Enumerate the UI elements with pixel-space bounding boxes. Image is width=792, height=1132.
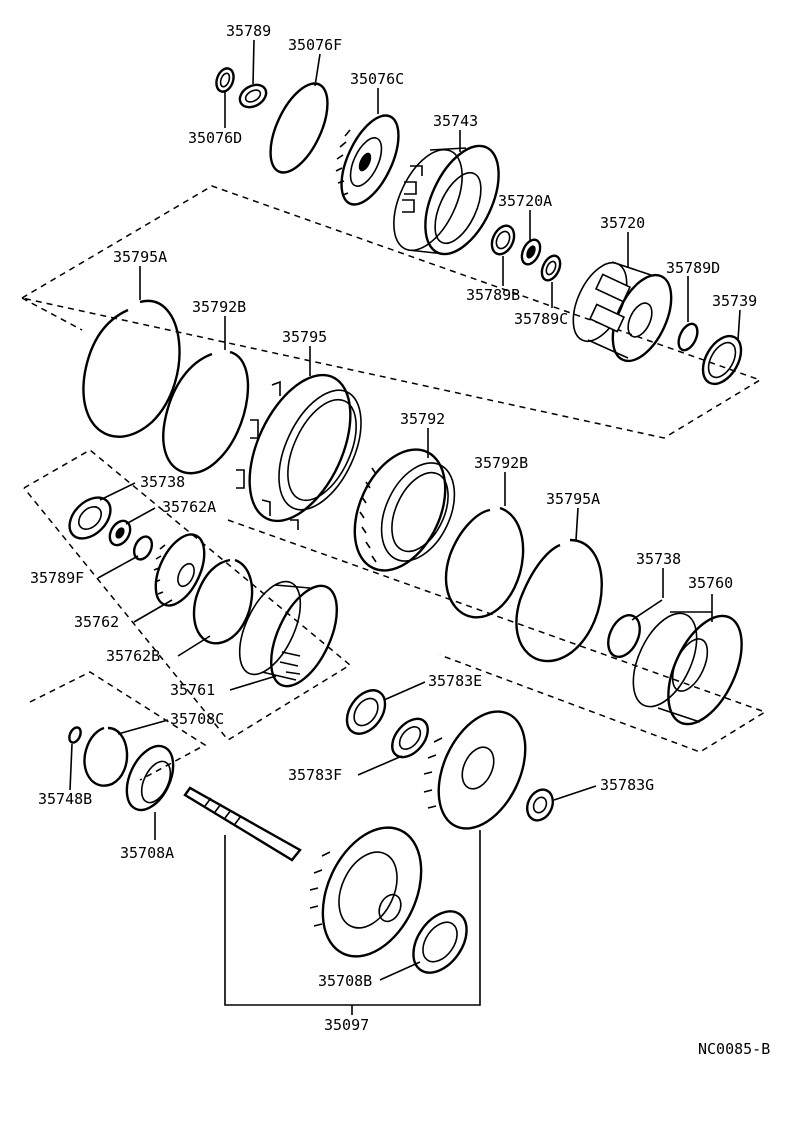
washer-35789C [540,254,562,282]
lower-left-group-outline [29,671,207,781]
label-35762B: 35762B [106,647,160,665]
label-35789D: 35789D [666,259,720,277]
washer-35738-right [607,614,641,658]
bearing-35708B [412,910,468,974]
label-35789B: 35789B [466,286,520,304]
washer-35789D [677,322,699,352]
carrier-35720 [572,261,673,363]
bearing-35739 [701,334,743,386]
shaft-gear-assembly [183,786,423,958]
bearing-35720A [520,238,542,266]
washer-35789F [132,535,154,561]
race-35789B [490,224,516,256]
label-35739: 35739 [712,292,757,310]
washer-35738-left [68,496,112,540]
gear-large-upper [423,710,527,830]
label-35762A: 35762A [162,498,216,516]
label-35792B-right: 35792B [474,454,528,472]
label-35783F: 35783F [288,766,342,784]
label-35789C: 35789C [514,310,568,328]
label-35076F: 35076F [288,36,342,54]
label-35760: 35760 [688,574,733,592]
nut-35783G [525,788,555,822]
bearing-35783E [345,689,387,735]
label-35097: 35097 [324,1016,369,1034]
middle-left-group-outline [23,449,352,741]
label-35792: 35792 [400,410,445,428]
snap-ring-35792B-lower [444,506,525,619]
label-35076D: 35076D [188,129,242,147]
bearing-35708A [125,744,175,812]
bearing-35783F [391,717,429,759]
drum-35761 [238,580,339,688]
label-35708C: 35708C [170,710,224,728]
label-35738-left: 35738 [140,473,185,491]
label-35076C: 35076C [350,70,404,88]
label-35795A-right: 35795A [546,490,600,508]
snap-ring-35076F [269,82,329,174]
label-35708B: 35708B [318,972,372,990]
label-35762: 35762 [74,613,119,631]
label-35761: 35761 [170,681,215,699]
middle-right-group-outline [227,519,767,753]
clutch-drum-35795 [236,373,362,530]
label-35795A-top: 35795A [113,248,167,266]
label-35738-right: 35738 [636,550,681,568]
label-35795: 35795 [282,328,327,346]
gear-35076C [335,114,400,206]
label-35748B: 35748B [38,790,92,808]
label-35720A: 35720A [498,192,552,210]
label-35708A: 35708A [120,844,174,862]
label-35789F: 35789F [30,569,84,587]
pin-35748B [68,726,82,744]
snap-ring-35708C [83,726,129,787]
snap-ring-35795A-upper [82,299,181,438]
leader-lines [69,39,741,981]
roller-clutch-35792 [353,448,456,572]
label-35720: 35720 [600,214,645,232]
bearing-35076D [215,67,235,93]
washer-35789 [238,83,268,109]
snap-ring-35762B [192,558,254,645]
drum-35743 [393,144,500,256]
assembly-bracket [224,830,481,1015]
label-35792B-top: 35792B [192,298,246,316]
snap-ring-35792B-upper [162,350,250,475]
label-35743: 35743 [433,112,478,130]
label-35783G: 35783G [600,776,654,794]
upper-group-outline [19,185,762,439]
label-35783E: 35783E [428,672,482,690]
bearing-35762A [108,519,132,547]
label-35789: 35789 [226,22,271,40]
gear-35762 [153,533,206,607]
diagram-code: NC0085-B [698,1040,770,1058]
brake-35760 [632,611,743,726]
snap-ring-35795A-lower [515,538,603,663]
